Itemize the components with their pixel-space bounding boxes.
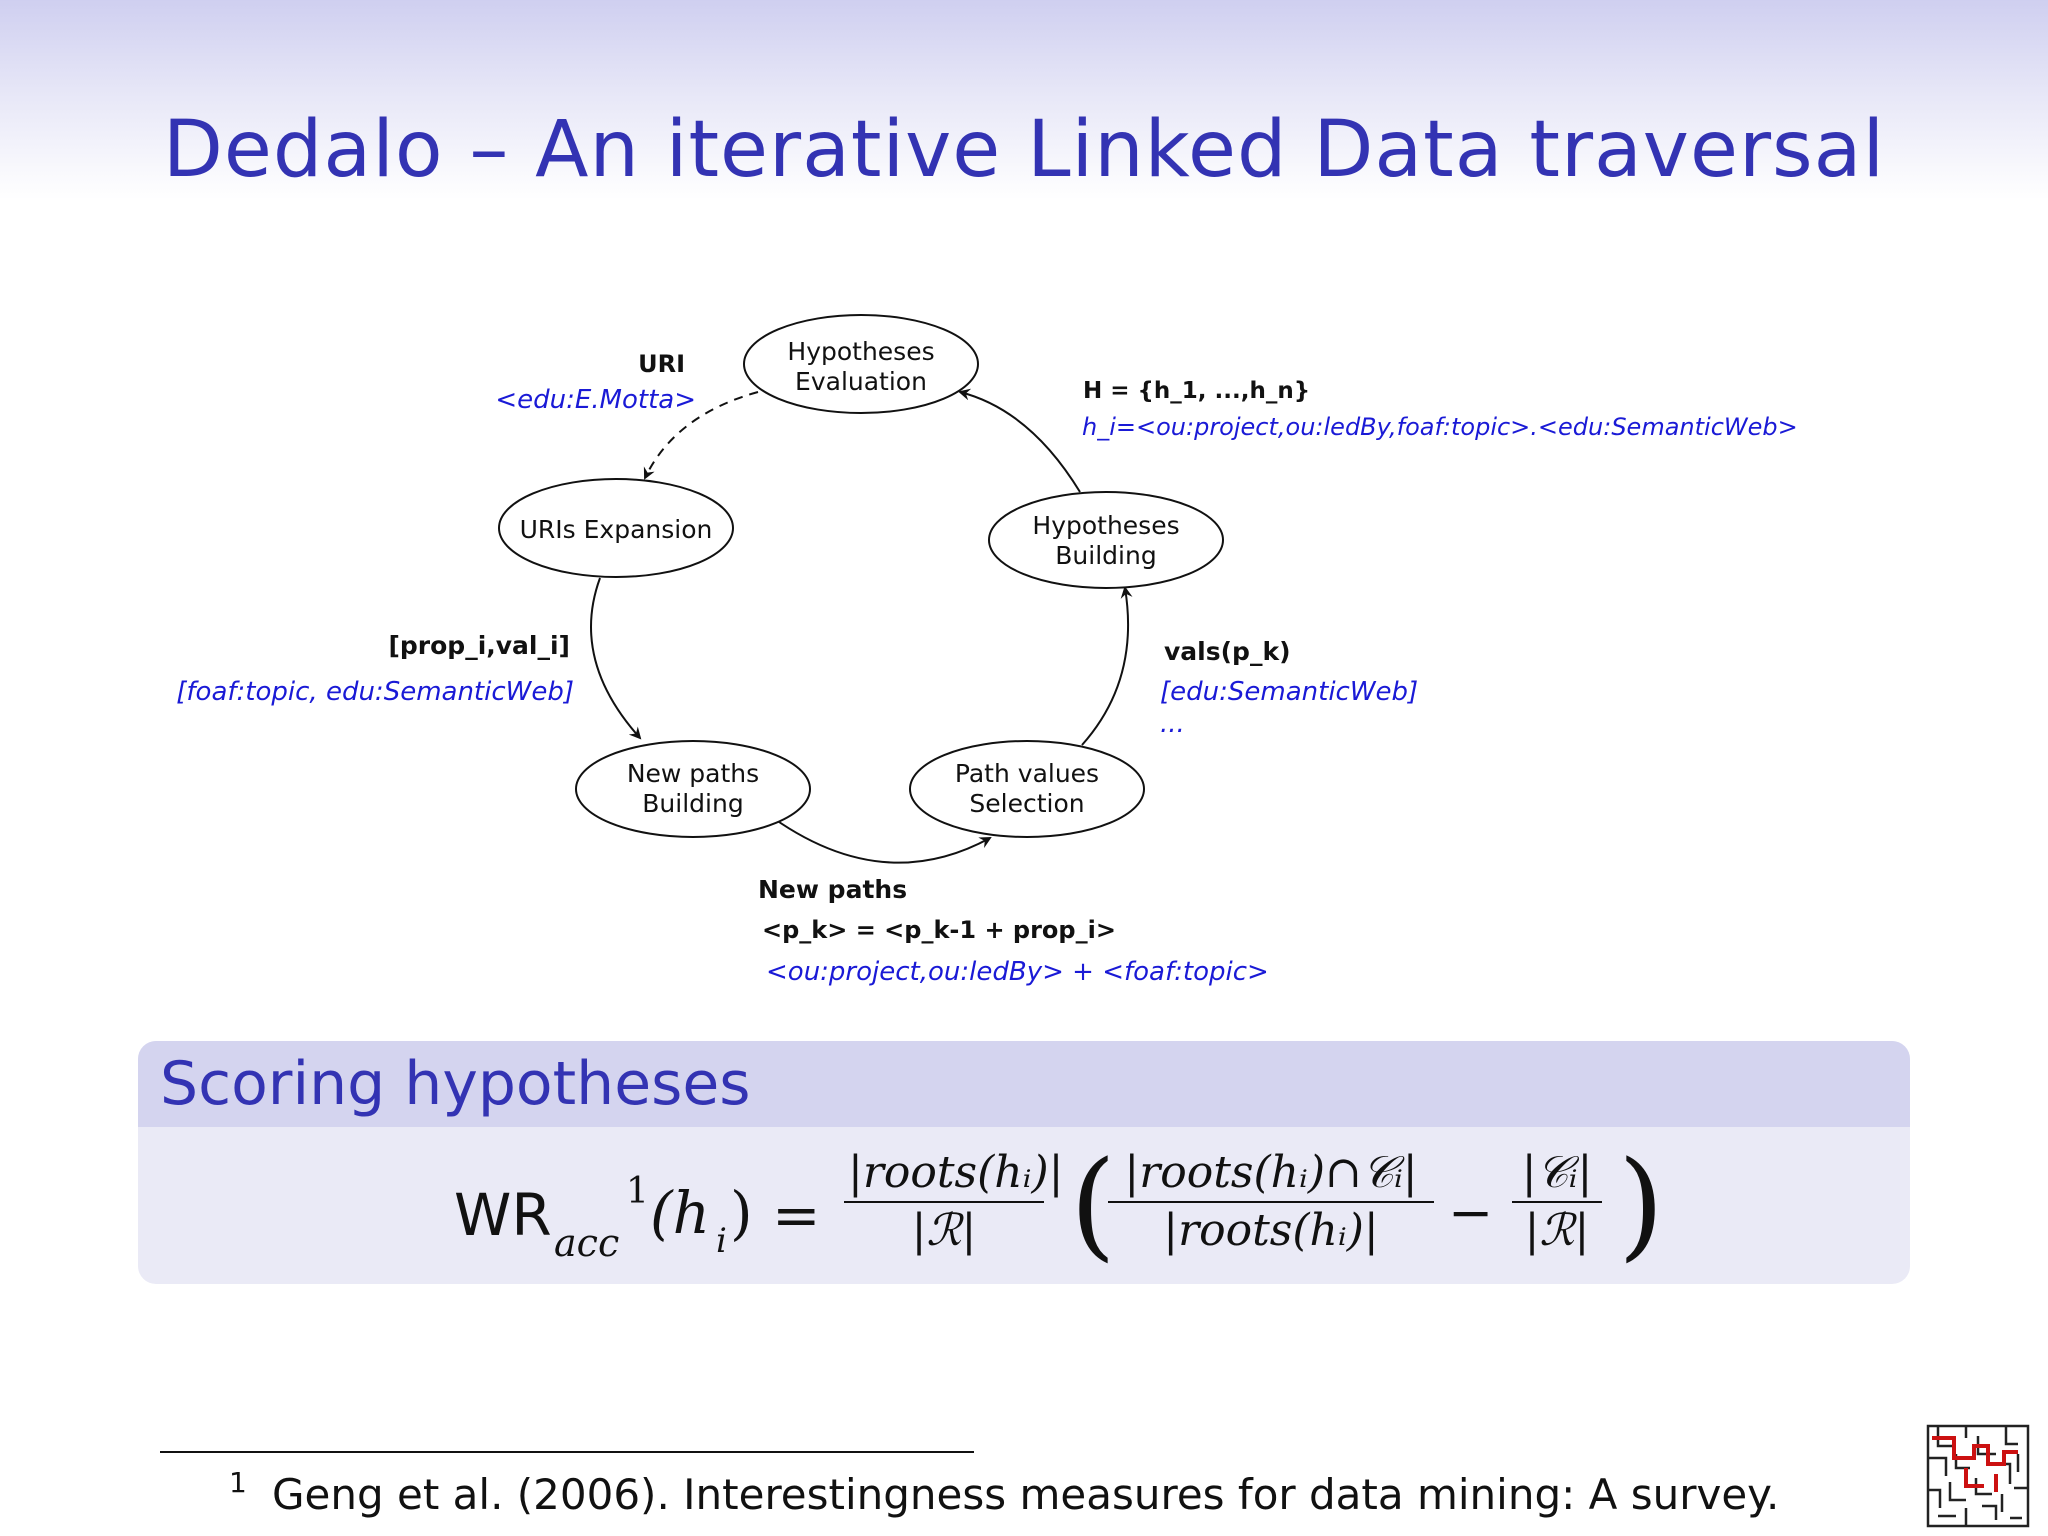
node-path-values-selection: Path values Selection xyxy=(909,740,1145,838)
footnote: 1 Geng et al. (2006). Interestingness me… xyxy=(229,1466,1780,1519)
scoring-block: Scoring hypotheses WR acc 1 (h i ) = |ro… xyxy=(138,1041,1910,1284)
h-set-label: H = {h_1, ...,h_n} xyxy=(1083,378,1310,404)
formula-open-paren: ( xyxy=(1070,1135,1117,1273)
fraction-2: |roots(hᵢ)∩𝒞ᵢ| |roots(hᵢ)| xyxy=(1108,1145,1434,1259)
node-label-line: Evaluation xyxy=(795,367,927,396)
vals-value: [edu:SemanticWeb] xyxy=(1160,677,1418,707)
edge-eval-to-expansion xyxy=(643,391,759,480)
fraction-3: |𝒞ᵢ| |ℛ| xyxy=(1512,1145,1602,1259)
edge-newpaths-to-pathvalues xyxy=(764,811,992,864)
vals-more: ... xyxy=(1160,709,1185,739)
fraction-3-denominator: |ℛ| xyxy=(1524,1205,1590,1256)
fraction-2-denominator: |roots(hᵢ)| xyxy=(1163,1205,1379,1256)
formula-close-paren: ) xyxy=(1618,1135,1665,1273)
footnote-text: Geng et al. (2006). Interestingness meas… xyxy=(272,1470,1780,1519)
prop-label: [prop_i,val_i] xyxy=(388,631,570,660)
formula-minus: − xyxy=(1448,1181,1494,1244)
node-label-line: Hypotheses xyxy=(1032,511,1179,540)
node-label-line: Building xyxy=(1055,541,1156,570)
node-new-paths-building: New paths Building xyxy=(575,740,811,838)
node-hypotheses-building: Hypotheses Building xyxy=(988,491,1224,589)
cycle-diagram: Hypotheses Evaluation URIs Expansion Hyp… xyxy=(176,314,1798,987)
fraction-1-denominator: |ℛ| xyxy=(911,1205,977,1256)
fraction-1-numerator: |roots(hᵢ)| xyxy=(844,1145,1063,1203)
prop-value: [foaf:topic, edu:SemanticWeb] xyxy=(176,677,574,707)
node-label-line: URIs Expansion xyxy=(520,515,713,544)
formula-lhs-arg: (h xyxy=(650,1179,710,1247)
fraction-2-numerator: |roots(hᵢ)∩𝒞ᵢ| xyxy=(1108,1145,1434,1203)
edge-pathvalues-to-hypbuild xyxy=(1081,586,1133,746)
node-label-line: Selection xyxy=(969,789,1084,818)
uri-value: <edu:E.Motta> xyxy=(495,385,696,415)
vals-label: vals(p_k) xyxy=(1164,637,1291,666)
maze-logo xyxy=(1926,1424,2030,1528)
node-label-line: Hypotheses xyxy=(787,337,934,366)
pk-rule: <p_k> = <p_k-1 + prop_i> xyxy=(762,916,1116,944)
formula-lhs-sub: acc xyxy=(554,1221,620,1265)
pk-example: <ou:project,ou:ledBy> + <foaf:topic> xyxy=(766,957,1269,987)
footnote-rule xyxy=(160,1451,974,1453)
edge-expansion-to-newpaths xyxy=(590,577,642,740)
scoring-formula: WR acc 1 (h i ) = |roots(hᵢ)| |ℛ| ( |roo… xyxy=(138,1135,1910,1281)
node-label-line: Path values xyxy=(955,759,1099,788)
formula-lhs-close: ) xyxy=(730,1179,753,1247)
formula-lhs-sup: 1 xyxy=(626,1171,649,1212)
node-label-line: Building xyxy=(642,789,743,818)
node-label-line: New paths xyxy=(627,759,759,788)
uri-label: URI xyxy=(638,350,685,378)
new-paths-label: New paths xyxy=(758,875,907,904)
fraction-3-numerator: |𝒞ᵢ| xyxy=(1512,1145,1602,1203)
fraction-1: |roots(hᵢ)| |ℛ| xyxy=(844,1145,1063,1259)
node-hypotheses-evaluation: Hypotheses Evaluation xyxy=(743,314,979,414)
h-i-value: h_i=<ou:project,ou:ledBy,foaf:topic>.<ed… xyxy=(1082,413,1798,441)
formula-equals: = xyxy=(772,1181,821,1249)
formula-lhs-arg-sub: i xyxy=(716,1221,727,1261)
edge-hypbuild-to-eval xyxy=(958,388,1081,493)
slide-title: Dedalo – An iterative Linked Data traver… xyxy=(162,105,1886,195)
header-band xyxy=(0,0,2048,200)
block-title: Scoring hypotheses xyxy=(138,1041,1910,1127)
formula-lhs-main: WR xyxy=(454,1181,552,1249)
footnote-mark: 1 xyxy=(229,1466,247,1499)
node-uris-expansion: URIs Expansion xyxy=(498,478,734,578)
